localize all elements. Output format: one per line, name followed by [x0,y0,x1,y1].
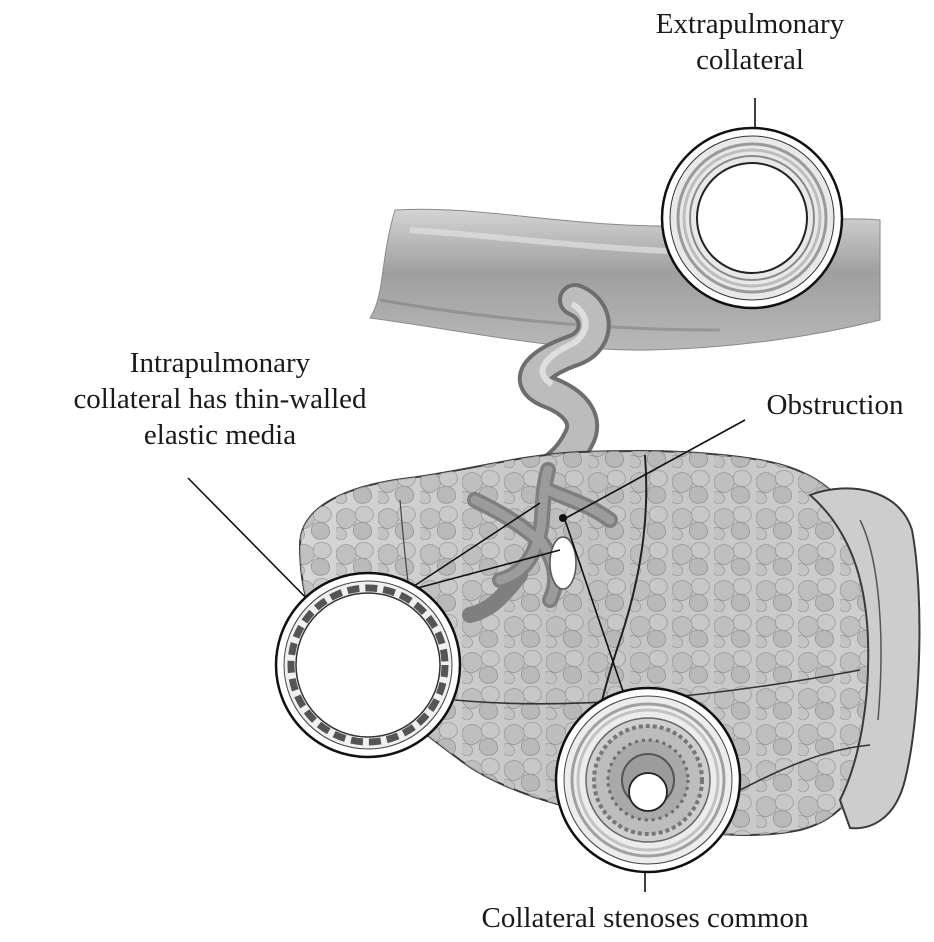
obstruction-label-text: Obstruction [740,387,930,423]
obstruction-lumen [550,537,576,589]
extrapulmonary-label-line-2: collateral [600,42,900,78]
extrapulmonary-label-line-1: Extrapulmonary [600,6,900,42]
intrapulmonary-label-line-1: Intrapulmonary [40,345,400,381]
stenosis-cross-section [556,688,740,872]
stenoses-label-text: Collateral stenoses common [420,900,870,936]
extrapulmonary-cross-section [662,128,842,308]
intrapulmonary-label-line-2: collateral has thin-walled [40,381,400,417]
obstruction-label: Obstruction [740,387,930,423]
intrapulmonary-cross-section [276,573,460,757]
intrapulmonary-label: Intrapulmonary collateral has thin-walle… [40,345,400,453]
stenoses-label: Collateral stenoses common [420,900,870,936]
extrapulmonary-label: Extrapulmonary collateral [600,6,900,78]
intrapulmonary-label-line-3: elastic media [40,417,400,453]
